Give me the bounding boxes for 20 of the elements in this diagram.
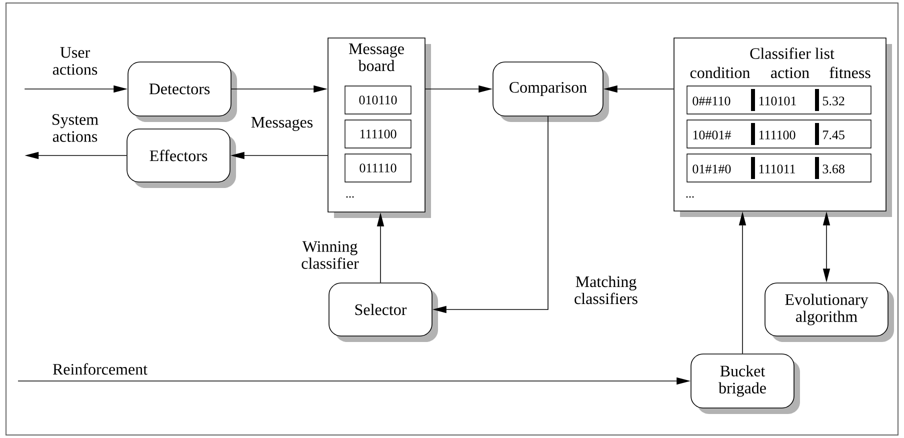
message-cell: 010110 — [344, 86, 412, 114]
ellipsis: ... — [686, 196, 694, 198]
classifier-row: 01#1#0 111011 3.68 — [686, 154, 872, 182]
process-box: Selector — [328, 282, 438, 342]
edge-label: Matching classifiers — [574, 276, 638, 304]
classifier-row: 0##110 110101 5.32 — [686, 86, 872, 114]
edge-label: Messages — [251, 117, 313, 131]
process-box: Detectors — [128, 62, 237, 122]
classifier-row: 10#01# 111100 7.45 — [686, 120, 872, 148]
message-cell: 111100 — [344, 120, 412, 148]
edge-label: Winning classifier — [302, 241, 359, 269]
edge-label: Reinforcement — [52, 363, 148, 375]
process-box: Evolutionary algorithm — [764, 282, 894, 342]
process-box: Effectors — [126, 128, 236, 188]
message-cell: 011110 — [344, 154, 412, 182]
ellipsis: ... — [346, 196, 354, 198]
process-box: Bucket brigade — [690, 354, 800, 414]
edge-label: System actions — [52, 114, 98, 142]
edge-label: User actions — [52, 47, 98, 75]
process-box: Comparison — [492, 62, 609, 122]
